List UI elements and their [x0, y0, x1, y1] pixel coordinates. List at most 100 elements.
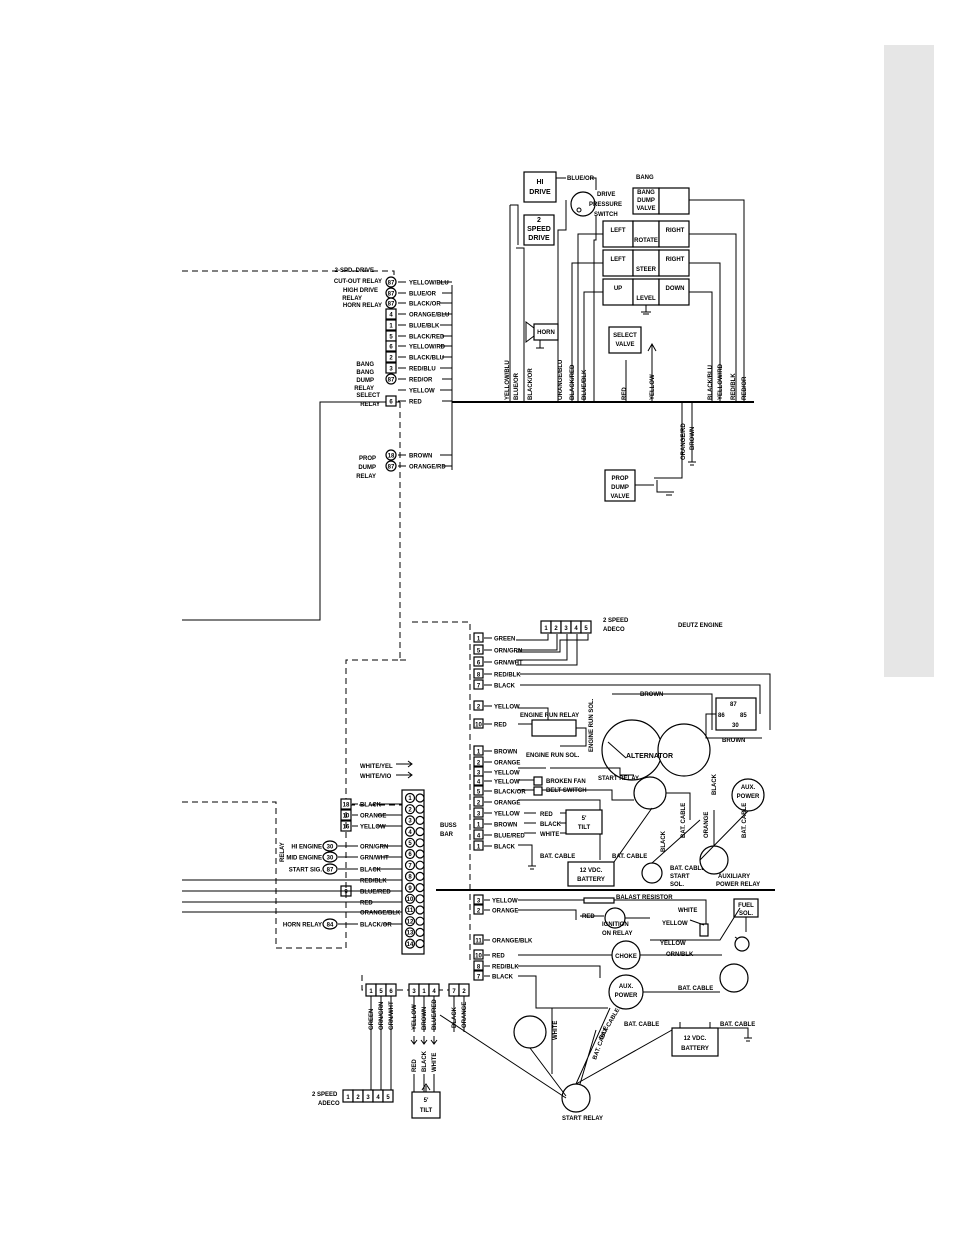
bottom-conn-pin-number: 7	[452, 989, 456, 995]
select-valve: SELECT VALVE	[608, 326, 657, 362]
ignition-terminal-wire: RED/BLK	[492, 965, 519, 971]
start-sol-label-1: START	[670, 874, 690, 880]
vwire-black-or: BLACK/OR	[528, 368, 534, 400]
ignition-on-relay: IGNITION ON RELAY	[602, 907, 632, 937]
valve-right-1: RIGHT	[666, 228, 685, 234]
engine-terminal-wire: BLACK	[494, 684, 516, 690]
connector-pin	[385, 460, 397, 472]
relay-pin-87: 87	[730, 702, 737, 708]
valve-down: DOWN	[666, 286, 685, 292]
adeco-top-label-2: ADECO	[603, 627, 625, 633]
engine-terminal-pin	[473, 775, 484, 786]
connector-pin-number: 6	[389, 400, 393, 406]
vwire-yellow-blu: YELLOW/BLU	[505, 360, 511, 400]
buss-pin-number: 8	[408, 875, 412, 881]
ignition-terminal-number: 3	[477, 899, 481, 905]
aux-power-top-label-2: POWER	[737, 794, 760, 800]
buss-row-pin	[340, 798, 352, 810]
engine-terminal-pin	[473, 679, 484, 690]
arrow-wire-white: WHITE	[540, 832, 559, 838]
connector-pin-number: 87	[388, 465, 395, 471]
engine-terminal-wire: BLACK	[494, 845, 516, 851]
fuel-sol-label-1: FUEL	[738, 903, 754, 909]
start-sol: START SOL.	[641, 862, 690, 888]
adeco-top-label-1: 2 SPEED	[603, 618, 629, 624]
valve-level: LEVEL	[636, 296, 656, 302]
tilt-wire-line	[410, 1036, 418, 1092]
connector-wire-label: YELLOW/RD	[409, 345, 446, 351]
select-relay-label-2: RELAY	[360, 402, 380, 408]
engine-terminal-pin	[473, 700, 484, 711]
buss-pin-number: 1	[408, 796, 412, 802]
buss-row-wire: RED/BLK	[360, 879, 387, 885]
engine-terminal-number: 6	[477, 661, 481, 667]
vwire-red-or: RED/OR	[742, 376, 748, 400]
buss-pin-right	[415, 882, 425, 893]
buss-row-pin-number: 18	[343, 803, 350, 809]
ignition-terminal-wire: BLACK	[492, 975, 514, 981]
bat-cable-left-label: BAT. CABLE	[540, 854, 575, 860]
buss-row-wire: ORANGE	[360, 814, 386, 820]
buss-row-pin-number: 30	[327, 856, 334, 862]
bang-dump-label-2: DUMP	[637, 198, 655, 204]
white-yel-label: WHITE/YEL	[360, 764, 393, 770]
engine-terminal-number: 1	[477, 637, 481, 643]
adeco-top-pin-number: 1	[544, 626, 548, 632]
bang-label-2: BANG	[356, 370, 374, 376]
engine-terminal-number: 1	[477, 750, 481, 756]
buss-pin-right	[415, 927, 425, 938]
aux-power-lower: AUX. POWER	[608, 974, 644, 1010]
cutout-relay-label: CUT-OUT RELAY	[334, 279, 382, 285]
black-vert-2: BLACK	[712, 773, 718, 795]
engine-run-relay-label: ENGINE RUN RELAY	[520, 713, 579, 719]
buss-pin-number: 11	[407, 908, 414, 914]
buss-row-pin-number: 87	[327, 868, 334, 874]
adeco-bottom-pin-number: 5	[386, 1095, 390, 1101]
page-edge-tab	[884, 45, 934, 677]
buss-pin	[404, 904, 416, 916]
high-drive-relay-label: RELAY	[342, 296, 362, 302]
buss-row-wire: GRN/WHT	[360, 856, 389, 862]
engine-terminal-wire: ORANGE	[494, 761, 520, 767]
buss-pin-number: 2	[408, 807, 412, 813]
connector-pin-number: 87	[388, 302, 395, 308]
buss-pin-number: 4	[408, 830, 412, 836]
battery-lower-label-2: BATTERY	[681, 1046, 709, 1052]
relay-pin-30: 30	[732, 723, 739, 729]
brown-top-label: BROWN	[640, 692, 663, 698]
buss-pin-right	[415, 804, 425, 814]
engine-terminal-pin	[473, 818, 484, 829]
broken-fan-label: BROKEN FAN	[546, 779, 586, 785]
bottom-wire-label: GREEN	[369, 1009, 375, 1030]
valve-up: UP	[614, 286, 622, 292]
relay-pin-85: 85	[740, 713, 747, 719]
tilt-box-mid: 5' TILT	[565, 809, 603, 835]
white-vert-bottom: WHITE	[553, 1021, 559, 1040]
two-speed-drive-label-1: 2	[537, 217, 541, 224]
tilt-wire-line	[430, 1036, 438, 1092]
engine-terminal-pin	[473, 840, 484, 851]
vwire-orange-rd: ORANGE/RD	[681, 423, 687, 460]
ignition-terminal-number: 8	[477, 965, 481, 971]
ignition-terminal-number: 11	[475, 939, 482, 945]
harness-wire-labels: YELLOW/BLU BLUE/OR BLACK/OR ORANGE/BLU B…	[505, 360, 748, 460]
bottom-wire-label: ORANGE	[462, 1002, 468, 1028]
bar-label: BAR	[440, 832, 454, 838]
ignition-terminal-pin	[473, 934, 484, 945]
ignition-terminal-number: 2	[477, 909, 481, 915]
bottom-conn-pin-number: 1	[369, 989, 373, 995]
connector-pin	[385, 362, 397, 374]
engine-terminal-pin	[473, 745, 484, 756]
engine-terminal-number: 1	[477, 823, 481, 829]
engine-terminal-pin	[473, 829, 484, 840]
arrow-wires: RED BLACK WHITE	[524, 812, 566, 838]
bat-cable-aux-lower: BAT. CABLE	[678, 986, 713, 992]
buss-pin	[404, 848, 416, 860]
engine-terminal-number: 2	[477, 761, 481, 767]
relay-labels: 2-SPD. DRIVE CUT-OUT RELAY HIGH DRIVE RE…	[334, 268, 382, 480]
select-relay-label-1: SELECT	[356, 393, 380, 399]
buss-pin-number: 7	[408, 863, 412, 869]
